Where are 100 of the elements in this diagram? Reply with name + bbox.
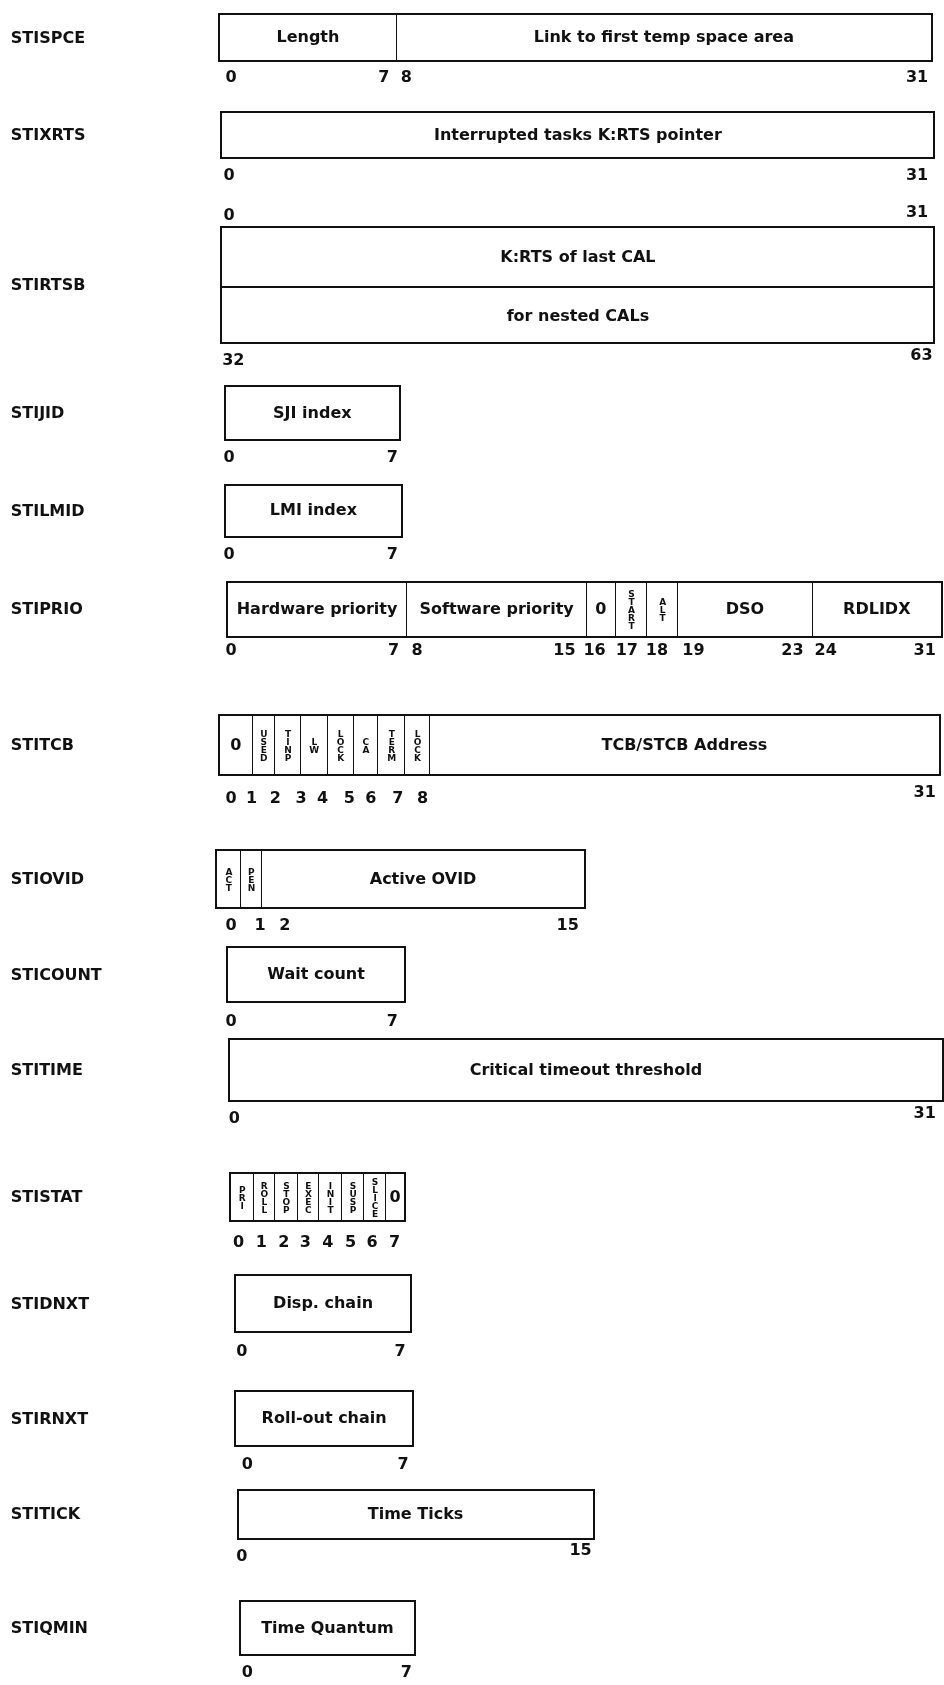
register-field: SJI index bbox=[225, 386, 399, 439]
register-name: STITIME bbox=[10, 1059, 83, 1079]
register-name: STIOVID bbox=[10, 868, 84, 888]
register-field: for nested CALs bbox=[222, 290, 934, 343]
bit-number: 0 bbox=[225, 67, 237, 87]
bit-number: 8 bbox=[400, 67, 412, 87]
bit-number: 0 bbox=[241, 1454, 253, 1474]
bit-number: 0 bbox=[241, 1661, 253, 1681]
bit-number: 8 bbox=[416, 787, 429, 807]
register-field: Link to first temp space area bbox=[396, 14, 932, 61]
bit-number: 3 bbox=[299, 1231, 311, 1251]
register-field: USED bbox=[252, 715, 276, 775]
register-field: Critical timeout threshold bbox=[229, 1039, 942, 1101]
register-name: STIRNXT bbox=[10, 1408, 89, 1428]
register-field: INIT bbox=[319, 1173, 342, 1221]
register-field: Length bbox=[220, 14, 397, 61]
register-field: DSO bbox=[678, 582, 813, 636]
bit-number: 0 bbox=[225, 787, 237, 807]
register-field: START bbox=[615, 582, 648, 636]
register-box bbox=[220, 225, 936, 345]
register-field: Interrupted tasks K:RTS pointer bbox=[222, 112, 934, 158]
register-field: TCB/STCB Address bbox=[429, 715, 939, 775]
bit-number: 5 bbox=[344, 1231, 357, 1251]
bit-number: 18 bbox=[645, 640, 669, 660]
bit-number: 7 bbox=[378, 67, 390, 87]
bit-number: 16 bbox=[583, 640, 606, 660]
register-name: STIPRIO bbox=[10, 599, 83, 619]
bit-number: 0 bbox=[223, 543, 235, 563]
bit-number: 6 bbox=[366, 1231, 378, 1251]
bit-number: 0 bbox=[236, 1545, 248, 1565]
register-field: K:RTS of last CAL bbox=[222, 227, 934, 289]
bit-number: 63 bbox=[910, 344, 933, 364]
register-field: Time Ticks bbox=[238, 1491, 593, 1538]
register-field: LOCK bbox=[405, 715, 430, 775]
register-name: STIDNXT bbox=[10, 1293, 90, 1313]
register-field: ALT bbox=[647, 582, 679, 636]
bit-number: 2 bbox=[269, 787, 281, 807]
bit-number: 2 bbox=[278, 1231, 290, 1251]
bit-number: 15 bbox=[569, 1540, 592, 1560]
bit-number: 7 bbox=[389, 1231, 401, 1251]
register-field: PEN bbox=[240, 851, 263, 907]
register-field: ACT bbox=[217, 851, 241, 907]
register-field: PRI bbox=[231, 1173, 254, 1221]
bit-number: 7 bbox=[392, 787, 404, 807]
bit-number: 19 bbox=[682, 640, 705, 660]
bit-number: 31 bbox=[913, 782, 936, 802]
bit-number: 0 bbox=[225, 640, 237, 660]
register-field: TERM bbox=[378, 715, 406, 775]
register-field: LOCK bbox=[327, 715, 354, 775]
bit-number: 0 bbox=[228, 1108, 240, 1128]
bit-number: 31 bbox=[906, 165, 929, 185]
bit-number: 23 bbox=[781, 640, 804, 660]
register-box bbox=[218, 713, 941, 777]
register-name: STIRTSB bbox=[10, 274, 86, 294]
register-name: STIQMIN bbox=[10, 1617, 88, 1637]
register-field: Time Quantum bbox=[240, 1601, 415, 1654]
bit-number: 4 bbox=[322, 1231, 334, 1251]
register-field: 0 bbox=[220, 715, 253, 775]
bit-number: 7 bbox=[400, 1661, 412, 1681]
bit-number: 31 bbox=[906, 67, 929, 87]
bit-number: 15 bbox=[556, 914, 579, 934]
register-name: STITICK bbox=[10, 1504, 81, 1524]
register-field: Hardware priority bbox=[227, 582, 408, 636]
bit-number: 7 bbox=[386, 543, 398, 563]
register-field: SLICE bbox=[364, 1173, 386, 1221]
register-field: LW bbox=[300, 715, 328, 775]
register-field: STOP bbox=[275, 1173, 298, 1221]
register-field: RDLIDX bbox=[812, 582, 941, 636]
bit-number: 1 bbox=[246, 787, 258, 807]
register-box bbox=[218, 12, 934, 63]
bit-number: 5 bbox=[343, 787, 355, 807]
register-box bbox=[215, 849, 586, 909]
register-field: Disp. chain bbox=[236, 1276, 410, 1332]
bit-number: 1 bbox=[254, 914, 266, 934]
bit-number: 0 bbox=[236, 1341, 248, 1361]
register-field: LMI index bbox=[225, 485, 402, 536]
bit-number: 31 bbox=[906, 201, 929, 221]
register-field: ROLL bbox=[253, 1173, 276, 1221]
bit-number: 7 bbox=[386, 446, 398, 466]
bit-number: 2 bbox=[279, 914, 291, 934]
bit-number: 3 bbox=[295, 787, 307, 807]
register-field: Active OVID bbox=[262, 851, 584, 907]
bit-number: 7 bbox=[394, 1341, 406, 1361]
bit-number: 7 bbox=[387, 640, 400, 660]
register-name: STILMID bbox=[10, 500, 85, 520]
bit-number: 4 bbox=[317, 787, 329, 807]
register-field: Wait count bbox=[227, 948, 405, 1002]
bit-number: 0 bbox=[223, 205, 235, 225]
bit-number: 31 bbox=[913, 1102, 936, 1122]
register-name: STIJID bbox=[10, 402, 65, 422]
register-field: 0 bbox=[385, 1173, 405, 1221]
register-box bbox=[225, 580, 943, 638]
bit-number: 0 bbox=[223, 446, 235, 466]
bit-number: 0 bbox=[223, 165, 235, 185]
register-box bbox=[229, 1171, 407, 1223]
bit-number: 0 bbox=[225, 914, 237, 934]
register-field: CA bbox=[353, 715, 379, 775]
bit-number: 15 bbox=[553, 640, 576, 660]
register-name: STIXRTS bbox=[10, 124, 86, 144]
register-field: EXEC bbox=[297, 1173, 320, 1221]
